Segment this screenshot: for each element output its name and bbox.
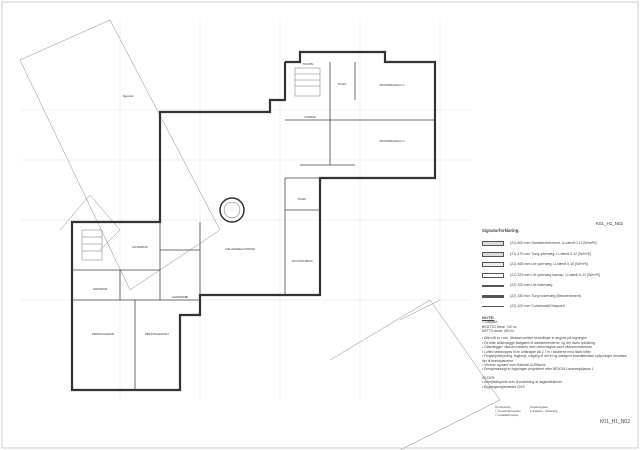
drawing-id: K01_H1_N02: [599, 419, 630, 425]
legend-item: (21) 470 mm Tung ydervæg, U-værdi 0,12 […: [482, 249, 632, 260]
grid-lines: [20, 20, 470, 400]
note-title: NOTE:: [482, 314, 495, 320]
legend-item: (22) 100 mm Curtainwall/Glasparti: [482, 301, 632, 312]
terrain-label: Tagrende: [123, 94, 134, 98]
interior-walls: [72, 62, 435, 390]
room-labels: TRAPPE TOILET FORRUM GRUPPERUM/Rum 1 GRU…: [92, 62, 405, 336]
room-label: FORRUM: [304, 115, 315, 119]
source-item: • Arbejdstilsynets krav til indretning a…: [482, 380, 562, 385]
source-item: • Bygningsreglementet 2015: [482, 384, 525, 389]
legend-item: (22) 150 mm Tung indervæg (Betonelement): [482, 291, 632, 302]
brutto-area: BRUTTO areal: 740 m²: [482, 324, 517, 329]
note-bullet: • Vinduer og døre som Rationel AURAplus: [482, 362, 546, 367]
title-block: Projektopgave 1.Sal/plan - Indretning ☒ …: [495, 405, 630, 425]
netto-area: NETTO areal: 490 m²: [482, 328, 515, 333]
legend-title: Signaturforklaring:: [482, 228, 520, 233]
room-label: PERSONALERUM 2: [145, 332, 169, 336]
drawing-id-top: K01_H1_N02: [596, 221, 624, 226]
project-label: Projektopgave: [530, 405, 548, 409]
room-label: PERSONALERUM: [92, 332, 114, 336]
room-label: GRUPPERUM/Rum 2: [379, 139, 405, 143]
legend-item: (21) 600 mm Sandwichelement, U-værdi 0,1…: [482, 238, 632, 249]
room-label: FÆLLESAREAL/ATRIUM: [225, 247, 255, 251]
floor-label: 1.Sal/plan:: [482, 320, 499, 325]
legend: Signaturforklaring: (21) 600 mm Sandwich…: [482, 228, 632, 389]
legend-item: (22) 100 mm Let indervæg: [482, 280, 632, 291]
roof-outline: [19, 19, 501, 450]
sheet-subject: 1.Sal/plan - Indretning: [530, 409, 558, 413]
legend-item: (21) 325 mm Let ydervæg karnap, U-værdi …: [482, 270, 632, 281]
legend-item: (21) 465 mm Let ydervæg, U-værdi 0,10 [W…: [482, 259, 632, 270]
note-bullet: • Flugtvejsbelysning, flugtveje, udgang …: [482, 354, 627, 363]
room-label: AKTIVITETSRUM: [292, 259, 313, 263]
wall-swatch-icon: [482, 241, 504, 247]
room-label: HOVEDRUM: [132, 245, 147, 249]
atrium-rotunda: [219, 197, 245, 223]
note-bullet: • Energimæssigt er bygningen projekteret…: [482, 367, 594, 372]
wall-line-icon: [482, 284, 504, 287]
curtainwall-line-icon: [482, 306, 504, 308]
room-label: GARDEROBE: [172, 295, 189, 299]
note-bullet: • Alle mål er i mm. Afstand mellem modul…: [482, 336, 588, 341]
note-bullet: • Glasvægge i vådrum udføres med vådrums…: [482, 345, 593, 350]
wall-swatch-icon: [482, 251, 504, 257]
note-bullet: • Loftet nedstroppes til en loftshøjde p…: [482, 349, 591, 354]
atrium-void: [223, 201, 241, 219]
wall-line-icon: [482, 294, 504, 298]
sources-title: KILDER:: [482, 375, 496, 380]
note-bullet: • De lette skillevægge fastgøres til dæk…: [482, 340, 595, 345]
room-label: GRUPPERUM/Rum 1: [379, 83, 405, 87]
room-label: TOILET: [297, 197, 306, 201]
room-label: TRAPPE: [303, 62, 314, 66]
wall-swatch-icon: [482, 262, 504, 268]
wall-swatch-icon: [482, 272, 504, 278]
exterior-walls: [70, 50, 437, 392]
room-label: VENTERUM: [93, 287, 108, 291]
room-label: TOILET: [337, 82, 346, 86]
stair: [81, 67, 321, 261]
check-list: ☒ Indretning ☐ Konstruktionsplan ☐ Insta…: [495, 405, 521, 417]
